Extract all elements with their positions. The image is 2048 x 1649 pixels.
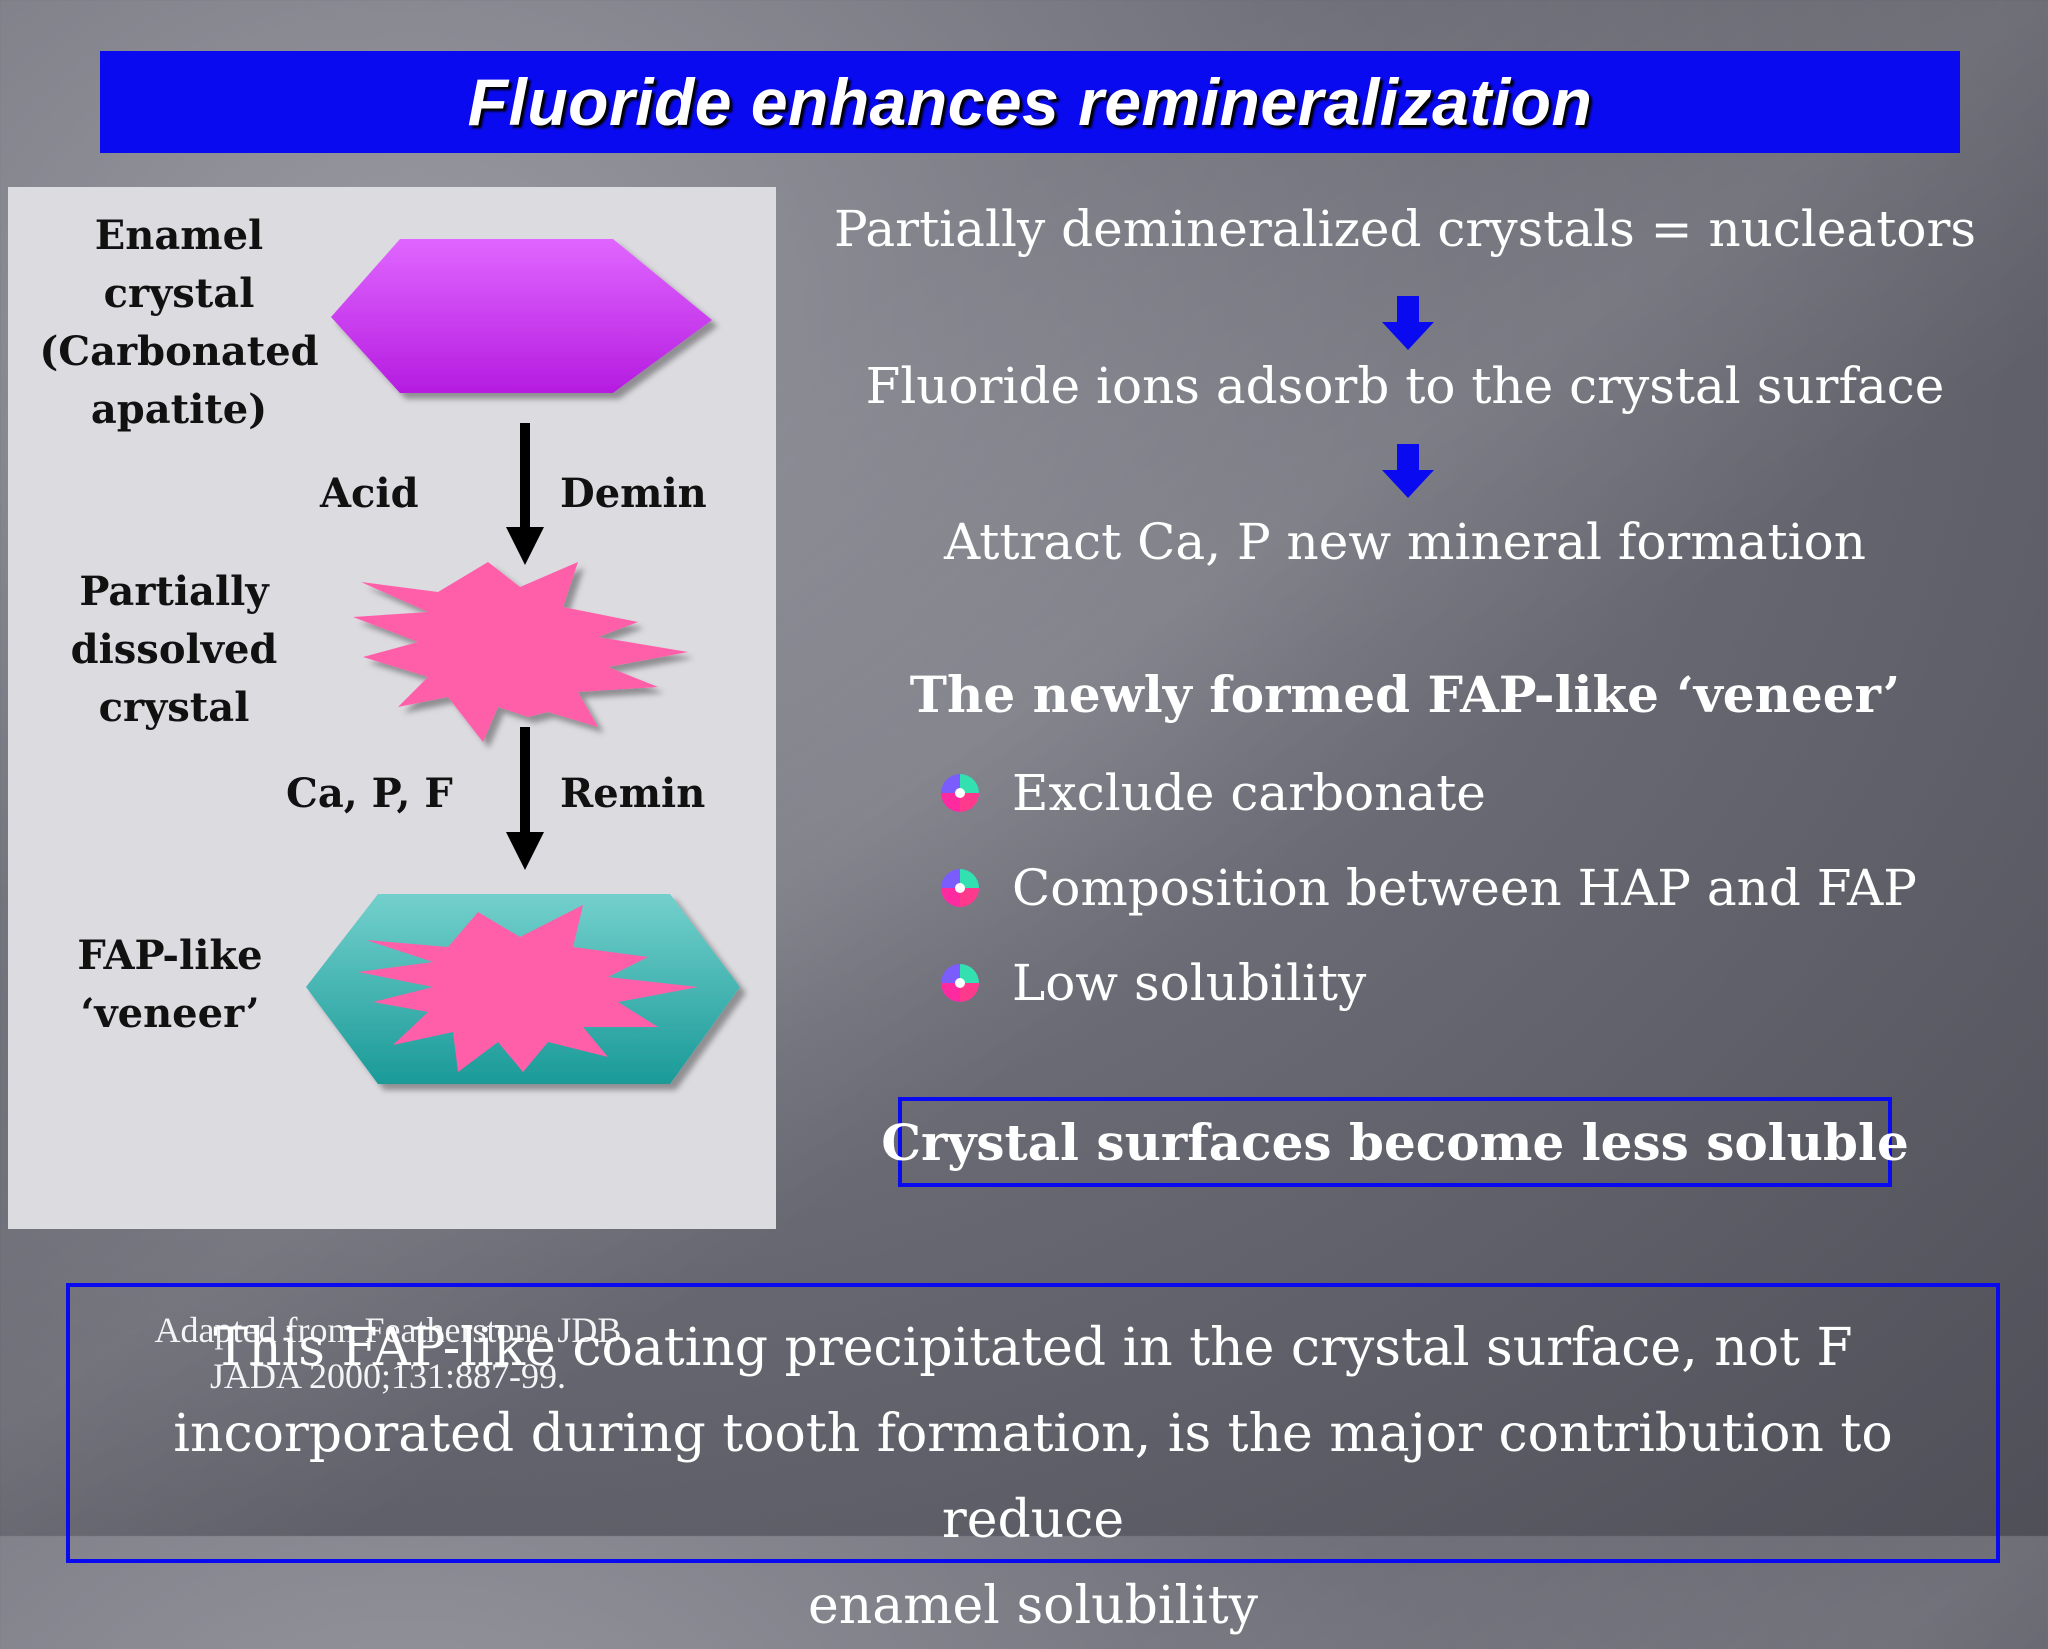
veneer-inner-star (358, 905, 698, 1072)
diagram-panel: Enamel crystal (Carbonated apatite) Acid… (8, 187, 776, 1396)
remin-label: Remin (560, 770, 706, 817)
enamel-label-line: crystal (103, 270, 255, 317)
enamel-label-line: (Carbonated (39, 328, 319, 375)
flow-step-1: Partially demineralized crystals = nucle… (833, 200, 1977, 258)
conclusion-box: Crystal surfaces become less soluble (881, 1097, 1909, 1187)
footer-line: enamel solubility (807, 1576, 1259, 1636)
enamel-label-line: Enamel (94, 212, 264, 259)
multicolor-ball-icon (941, 774, 979, 812)
fap-label-line: FAP-like (77, 932, 263, 979)
enamel-label-line: apatite) (90, 386, 268, 433)
bullet-item: Low solubility (938, 948, 1366, 1018)
demin-arrow-head (506, 527, 544, 565)
slide-title: Fluoride enhances remineralization (467, 65, 1593, 139)
down-arrow-icon (1382, 296, 1434, 350)
bullet-text: Low solubility (1012, 954, 1367, 1012)
multicolor-ball-icon (941, 869, 979, 907)
dissolved-crystal-star (353, 562, 688, 742)
footer-box: This FAP-like coating precipitated in th… (66, 1283, 2000, 1636)
diagram-graphic (306, 239, 740, 1084)
citation: Adapted from Featherstone JDB JADA 2000;… (58, 1307, 718, 1399)
bullet-item: Exclude carbonate (938, 758, 1486, 828)
veneer-heading: The newly formed FAP-like ‘veneer’ (909, 665, 1901, 724)
ca-p-f-label: Ca, P, F (286, 770, 453, 817)
remin-arrow-head (506, 832, 544, 870)
flow-step-2: Fluoride ions adsorb to the crystal surf… (865, 357, 1945, 415)
footer-line: incorporated during tooth formation, is … (173, 1404, 1893, 1550)
footer-text: This FAP-like coating precipitated in th… (90, 1305, 1976, 1649)
enamel-crystal-label: Enamel crystal (Carbonated apatite) (34, 207, 324, 439)
flow-step-3: Attract Ca, P new mineral formation (944, 513, 1866, 571)
multicolor-ball-icon (941, 964, 979, 1002)
partially-dissolved-label: Partially dissolved crystal (34, 563, 314, 737)
partial-label-line: Partially (79, 568, 269, 615)
fap-label-line: ‘veneer’ (80, 990, 260, 1037)
citation-line: JADA 2000;131:887-99. (209, 1356, 566, 1396)
acid-label: Acid (320, 470, 419, 517)
fap-veneer-label: FAP-like ‘veneer’ (30, 927, 310, 1043)
enamel-crystal-hexagon (331, 239, 712, 393)
bullet-text: Composition between HAP and FAP (1012, 859, 1917, 917)
footer-line: This FAP-like coating precipitated in th… (213, 1318, 1853, 1378)
down-arrow-icon (1382, 444, 1434, 498)
partial-label-line: dissolved (70, 626, 278, 673)
bullet-item: Composition between HAP and FAP (938, 853, 1917, 923)
demin-arrow-shaft (520, 423, 530, 543)
demin-label: Demin (560, 470, 707, 517)
conclusion-text: Crystal surfaces become less soluble (881, 1112, 1909, 1172)
remin-arrow-shaft (520, 727, 530, 847)
citation-line: Adapted from Featherstone JDB (154, 1310, 622, 1350)
bullet-text: Exclude carbonate (1012, 764, 1486, 822)
title-bar: Fluoride enhances remineralization (100, 51, 1960, 153)
partial-label-line: crystal (98, 684, 250, 731)
